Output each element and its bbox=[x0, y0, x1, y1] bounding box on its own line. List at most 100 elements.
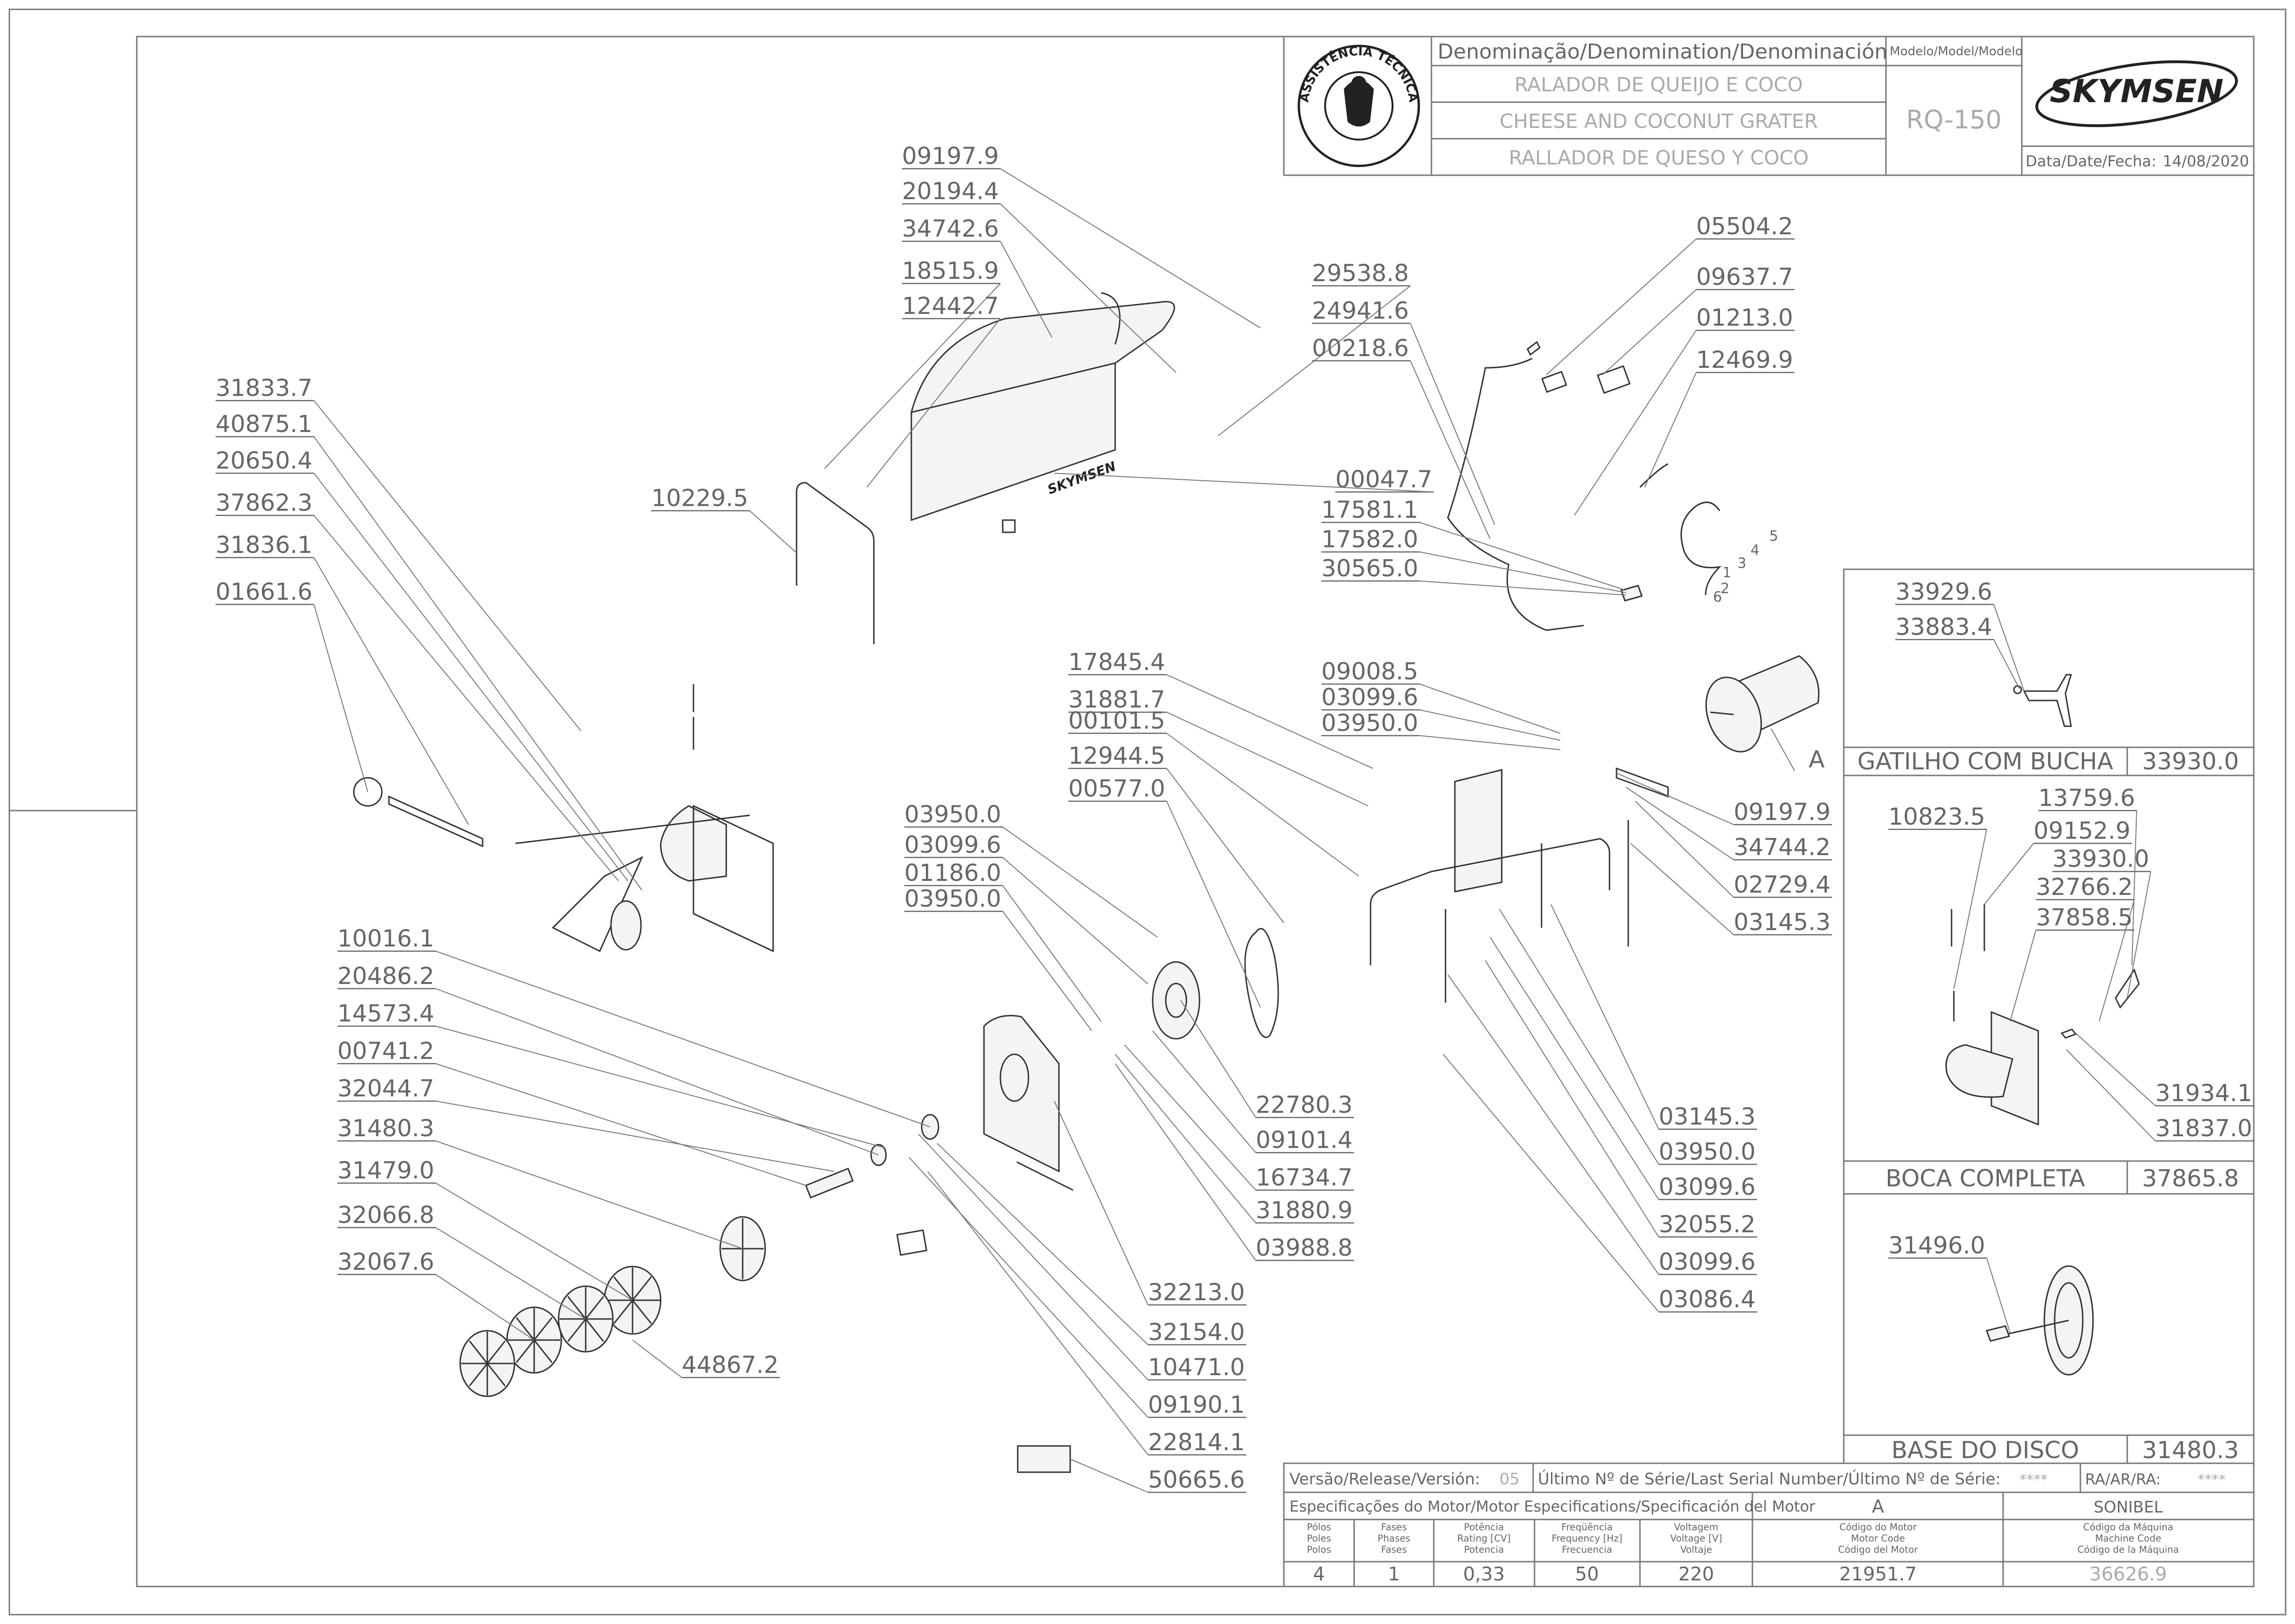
part-number-label: 31837.0 bbox=[2155, 1115, 2252, 1142]
col-voltage-1: Voltagem bbox=[1674, 1521, 1719, 1533]
part-number-label: 37858.5 bbox=[2036, 904, 2133, 931]
feed-mouth-icon bbox=[1945, 904, 2140, 1126]
leader-line bbox=[435, 951, 931, 1127]
leader-line bbox=[435, 1227, 586, 1319]
denomination-label: Denominação/Denomination/Denominación bbox=[1438, 40, 1887, 64]
part-number-label: 17845.4 bbox=[1068, 648, 1165, 676]
leader-line bbox=[1166, 712, 1369, 806]
leader-line bbox=[937, 1143, 1148, 1345]
part-number-label: 00218.6 bbox=[1312, 335, 1409, 362]
col-phases-2: Phases bbox=[1378, 1533, 1410, 1544]
leader-line bbox=[918, 1133, 1148, 1380]
part-number-label: 31496.0 bbox=[1888, 1232, 1985, 1259]
part-number-label: 32055.2 bbox=[1659, 1211, 1756, 1238]
leader-line bbox=[1419, 684, 1561, 734]
leader-line bbox=[1410, 323, 1495, 525]
version-value: 05 bbox=[1499, 1470, 1520, 1489]
part-number-label: 32766.2 bbox=[2036, 873, 2133, 901]
part-number-label: 10471.0 bbox=[1148, 1354, 1245, 1381]
ra-value: **** bbox=[2198, 1472, 2226, 1488]
machine-code-value: 36626.9 bbox=[2089, 1564, 2167, 1585]
footer-block: Versão/Release/Versión: 05 Último Nº de … bbox=[1283, 1462, 2255, 1587]
leader-line bbox=[2075, 1033, 2156, 1106]
part-number-label: 00741.2 bbox=[337, 1037, 434, 1065]
leader-line bbox=[1124, 1044, 1256, 1191]
wire-number-2: 2 bbox=[1721, 581, 1729, 597]
leader-line bbox=[1000, 168, 1261, 328]
pusher-handle-icon bbox=[353, 684, 774, 953]
leader-line bbox=[1485, 960, 1659, 1237]
wire-number-4: 4 bbox=[1751, 542, 1759, 559]
leader-line bbox=[1602, 289, 1697, 375]
leader-line bbox=[1115, 1054, 1256, 1223]
part-number-label: 12944.5 bbox=[1068, 742, 1165, 769]
leader-line bbox=[1115, 1063, 1256, 1261]
leader-line bbox=[866, 318, 1001, 488]
wire-number-6: 6 bbox=[1713, 589, 1722, 605]
part-number-label: 32044.7 bbox=[337, 1075, 434, 1102]
leader-line bbox=[1447, 974, 1659, 1275]
part-number-label: 18515.9 bbox=[902, 257, 999, 284]
leader-line bbox=[632, 1340, 682, 1378]
part-number-label: 31480.3 bbox=[337, 1115, 434, 1142]
leader-line bbox=[1993, 604, 2025, 692]
part-number-label: 20194.4 bbox=[902, 178, 999, 205]
part-number-label: 22780.3 bbox=[1256, 1091, 1353, 1118]
motor-ref-label: A bbox=[1809, 746, 1825, 773]
title-block: ASSISTÊNCIA TÉCNICA AUTORIZADA Denominaç… bbox=[0, 0, 2255, 176]
leader-line bbox=[435, 1183, 633, 1301]
boca-code: 37865.8 bbox=[2142, 1165, 2239, 1192]
part-number-label: 33929.6 bbox=[1895, 578, 1992, 605]
leader-line bbox=[2099, 899, 2135, 1022]
part-number-label: 10016.1 bbox=[337, 925, 434, 952]
warning-label-icon bbox=[1017, 1445, 1071, 1473]
seal-text: ASSISTÊNCIA TÉCNICA AUTORIZADA bbox=[0, 0, 1420, 107]
part-number-label: 09637.7 bbox=[1696, 263, 1793, 291]
leader-line bbox=[435, 1063, 806, 1186]
part-number-label: 44867.2 bbox=[682, 1351, 779, 1378]
part-number-label: 00101.5 bbox=[1068, 707, 1165, 734]
leader-line bbox=[1000, 241, 1052, 338]
subassembly-panels: GATILHO COM BUCHA 33930.0 BOCA COMPLETA … bbox=[1843, 568, 2255, 1464]
leader-line bbox=[435, 988, 879, 1155]
grating-disc-4-icon bbox=[459, 1330, 515, 1397]
leader-line bbox=[1443, 1054, 1659, 1312]
gatilho-title: GATILHO COM BUCHA bbox=[1857, 748, 2113, 775]
leader-line bbox=[2066, 1049, 2156, 1141]
part-number-label: 00047.7 bbox=[1335, 466, 1432, 493]
col-poles-3: Polos bbox=[1307, 1544, 1331, 1555]
part-number-label: 33930.0 bbox=[2052, 845, 2149, 872]
col-freq-3: Frecuencia bbox=[1562, 1544, 1612, 1555]
trigger-lever-icon bbox=[2023, 674, 2072, 727]
leader-line bbox=[1499, 909, 1659, 1165]
leader-line bbox=[435, 1026, 886, 1148]
authorized-service-seal: ASSISTÊNCIA TÉCNICA AUTORIZADA bbox=[0, 0, 1420, 167]
part-number-label: 32213.0 bbox=[1148, 1279, 1245, 1306]
top-cover-icon: SKYMSEN bbox=[910, 292, 1175, 533]
part-number-label: 00577.0 bbox=[1068, 775, 1165, 802]
wire-number-1: 1 bbox=[1722, 565, 1731, 581]
phases-value: 1 bbox=[1388, 1564, 1400, 1585]
leader-line bbox=[313, 515, 619, 881]
ra-label: RA/AR/RA: bbox=[2085, 1470, 2161, 1488]
gear-housing-icon bbox=[983, 1015, 1073, 1191]
frequency-value: 50 bbox=[1575, 1564, 1599, 1585]
part-number-label: 34744.2 bbox=[1734, 834, 1831, 861]
leader-line bbox=[313, 557, 469, 825]
part-number-label: 03099.6 bbox=[904, 831, 1001, 858]
part-number-label: 50665.6 bbox=[1148, 1466, 1245, 1493]
part-number-label: 17581.1 bbox=[1321, 496, 1418, 523]
part-number-label: 32067.6 bbox=[337, 1248, 434, 1275]
leader-line bbox=[1419, 709, 1561, 741]
part-number-label: 10823.5 bbox=[1888, 803, 1985, 830]
part-number-label: 12442.7 bbox=[902, 292, 999, 320]
leader-line bbox=[1419, 522, 1626, 591]
part-number-label: 32066.8 bbox=[337, 1201, 434, 1229]
leader-line bbox=[1002, 885, 1102, 1022]
date-value: 14/08/2020 bbox=[2163, 152, 2249, 170]
product-name-pt: RALADOR DE QUEIJO E COCO bbox=[1514, 73, 1803, 96]
serial-label: Último Nº de Série/Last Serial Number/Úl… bbox=[1538, 1469, 2001, 1489]
leader-line bbox=[1054, 1101, 1148, 1305]
col-motor-code-3: Código del Motor bbox=[1838, 1544, 1918, 1555]
